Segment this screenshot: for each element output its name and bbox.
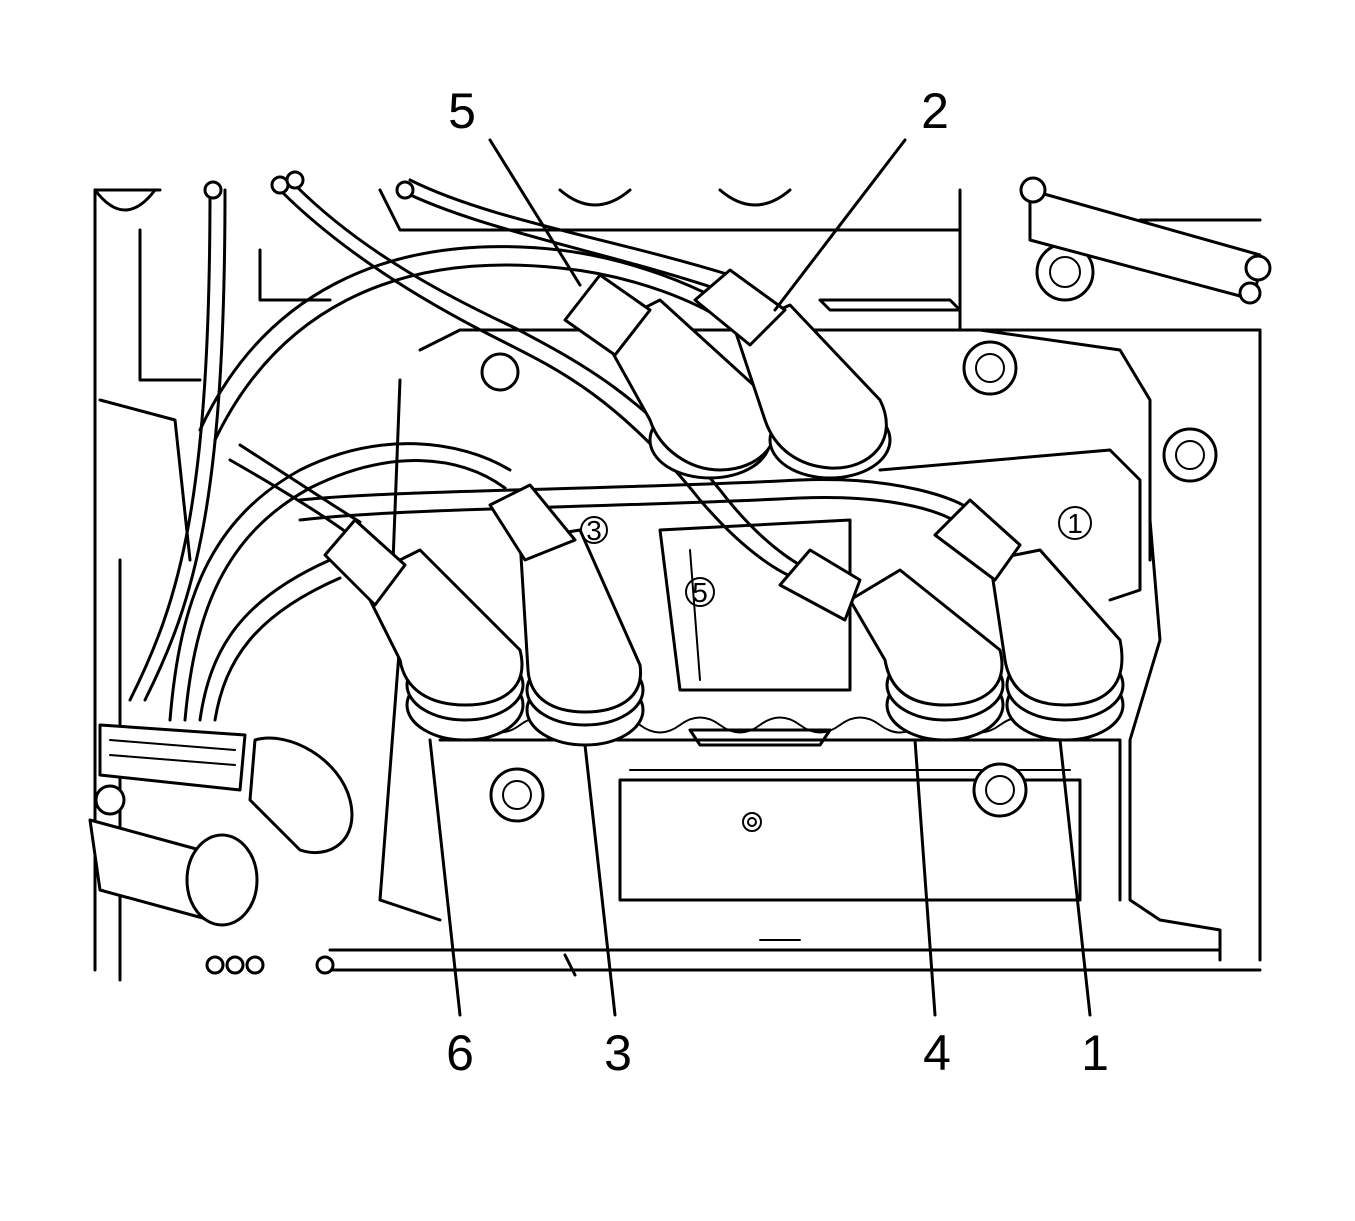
leader-line-6 xyxy=(428,738,462,1017)
callout-4: 4 xyxy=(923,1025,951,1081)
cast-mark-ring xyxy=(685,577,715,607)
coil-boot-cyl-6 xyxy=(323,518,525,742)
bolt xyxy=(489,767,545,823)
upper-right-bracket xyxy=(1019,176,1272,305)
leader-line-4 xyxy=(913,738,937,1017)
leader-line-3 xyxy=(583,743,617,1017)
coil-boots xyxy=(323,268,1125,747)
harness-connector xyxy=(88,170,415,975)
cast-mark-1: 1 xyxy=(1067,508,1083,539)
cast-mark-3: 3 xyxy=(586,515,602,546)
callout-5: 5 xyxy=(448,83,476,139)
leader-line-1 xyxy=(1058,738,1092,1017)
leader-lines xyxy=(428,138,1092,1017)
callout-3: 3 xyxy=(604,1025,632,1081)
bolt xyxy=(1162,427,1218,483)
callout-1: 1 xyxy=(1081,1025,1109,1081)
spark-plug-wires xyxy=(128,178,972,722)
bolt xyxy=(962,340,1018,396)
callout-2: 2 xyxy=(921,83,949,139)
callouts: 5 2 6 3 4 1 xyxy=(446,83,1109,1081)
cast-mark-ring xyxy=(1058,506,1092,540)
coil-boot-cyl-2 xyxy=(693,268,892,480)
cast-mark-ring xyxy=(580,516,608,544)
coil-boot-cyl-5 xyxy=(563,273,778,480)
callout-6: 6 xyxy=(446,1025,474,1081)
coil-boot-cyl-4 xyxy=(778,548,1005,742)
cast-mark-5: 5 xyxy=(692,577,708,608)
engine-block xyxy=(93,188,1262,982)
bolt xyxy=(742,812,762,832)
coil-boot-cyl-1 xyxy=(933,498,1125,742)
cast-markings: 1 3 5 xyxy=(580,506,1092,608)
bolt xyxy=(480,352,520,392)
leader-line-5 xyxy=(488,138,582,287)
bolts xyxy=(480,242,1218,832)
leader-line-2 xyxy=(773,138,907,312)
coil-boot-cyl-3 xyxy=(488,483,645,747)
bolt xyxy=(972,762,1028,818)
